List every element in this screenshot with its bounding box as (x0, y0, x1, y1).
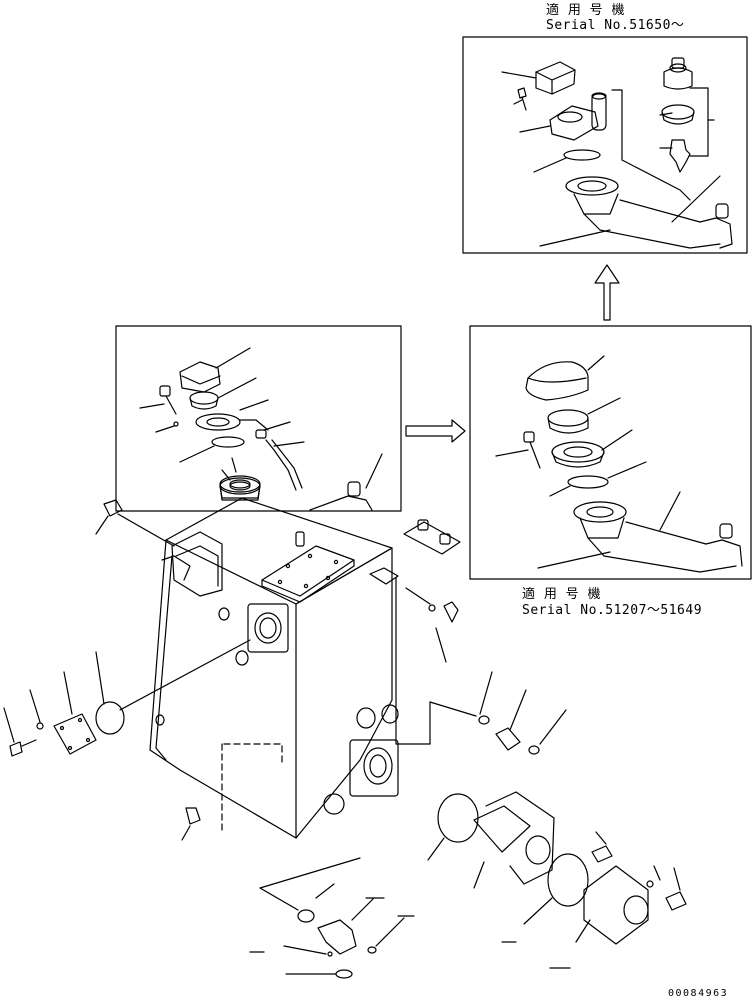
lower-inset-frame (469, 325, 752, 580)
left-detail-frame (115, 325, 402, 512)
access-cover (3, 499, 251, 757)
lower-inset-parts (495, 355, 743, 573)
lower-inset-serial: Serial No.51207～51649 (522, 603, 703, 618)
sensor-bracket (369, 519, 477, 745)
upper-inset-serial: Serial No.51650～ (546, 18, 685, 33)
drain-fittings (249, 857, 571, 979)
right-arrow (405, 419, 466, 443)
suction-strainer (427, 671, 687, 945)
upper-inset-heading: 適 用 号 機 (546, 3, 625, 18)
lower-inset-heading: 適 用 号 機 (522, 587, 601, 602)
upper-inset-parts (501, 57, 733, 249)
left-detail-parts (139, 347, 383, 511)
up-arrow (594, 264, 620, 321)
hydraulic-tank (149, 475, 399, 841)
drawing-number: 00084963 (668, 988, 729, 999)
upper-inset-frame (462, 36, 748, 254)
